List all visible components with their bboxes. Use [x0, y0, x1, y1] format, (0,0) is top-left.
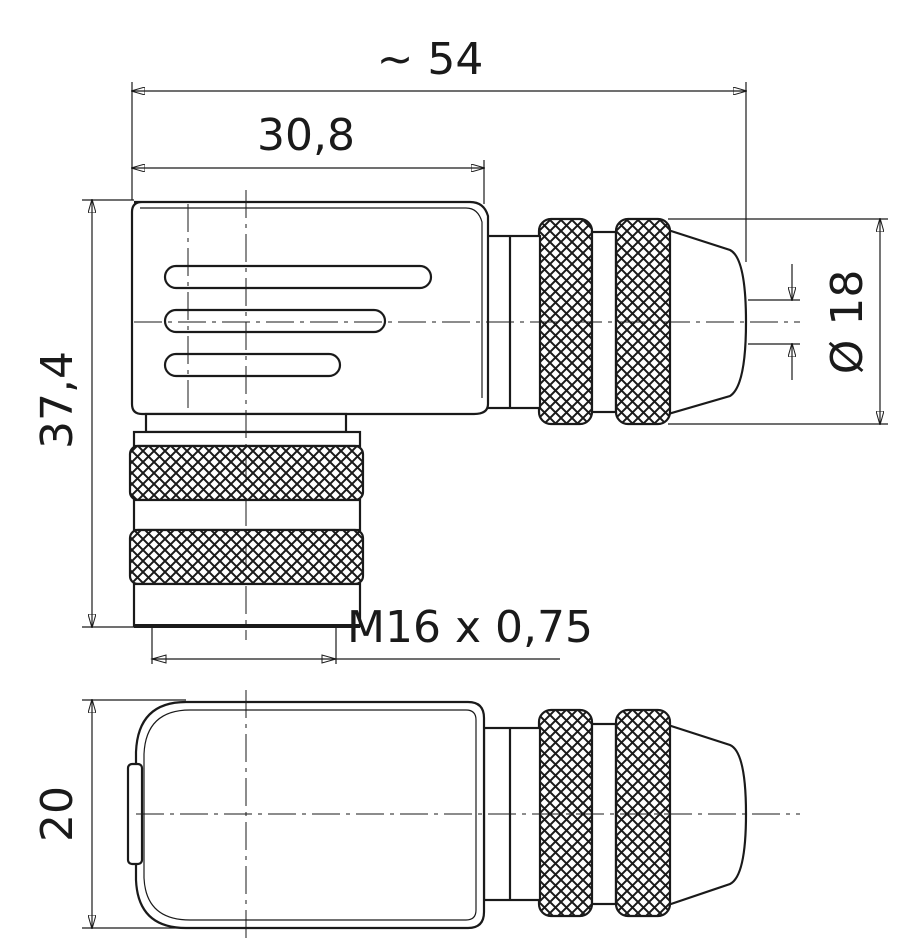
dim-width: 20	[32, 786, 83, 842]
vent-slot-3	[163, 352, 342, 378]
dim-overall-length: ~ 54	[377, 34, 484, 85]
housing-body	[130, 200, 490, 416]
dim-height: 37,4	[32, 351, 83, 449]
side-view	[128, 190, 800, 640]
dimension-lines	[82, 82, 888, 928]
dim-thread: M16 x 0,75	[347, 602, 593, 653]
top-view	[126, 690, 800, 940]
knurl-ring-bottom-view-1	[537, 708, 594, 918]
thread-sleeve	[132, 582, 362, 628]
housing-body-top	[134, 700, 486, 930]
cable-outlet-cone-bottom	[666, 723, 748, 907]
vent-slot-2	[163, 308, 387, 334]
dim-diameter: Ø 18	[822, 270, 873, 375]
dim-body-length: 30,8	[257, 110, 355, 161]
knurl-ring-bottom-view-2	[614, 708, 672, 918]
vent-slot-1	[163, 264, 433, 290]
